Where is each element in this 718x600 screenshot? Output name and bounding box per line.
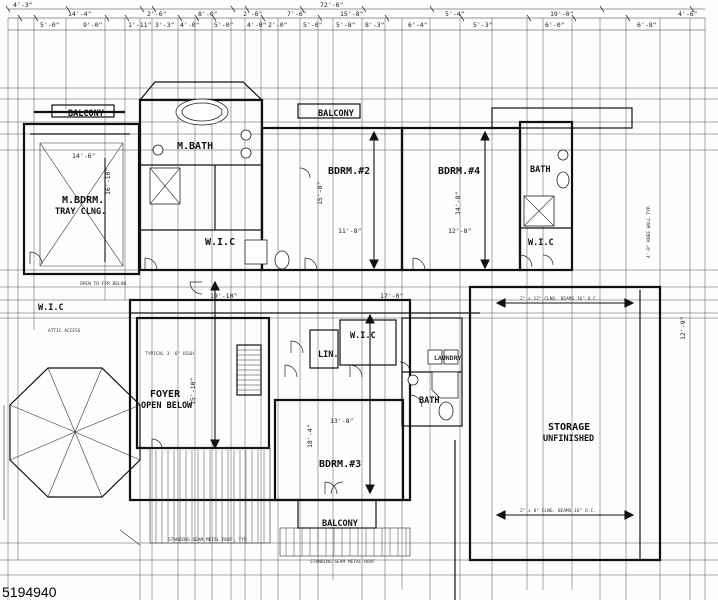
dim-text: 5'-8" <box>336 21 356 29</box>
shower <box>244 239 268 265</box>
shower <box>431 371 459 399</box>
toilet <box>274 250 290 270</box>
dim-text: 5'-0" <box>214 21 234 29</box>
dim-text: 2'-6" <box>243 10 263 18</box>
room-dimensions: 14'-6" 16'-10" 11'-8" 15'-8" 12'-8" 14'-… <box>72 152 687 448</box>
dimension-ticks <box>5 5 695 22</box>
dim-text: 8'-3" <box>365 21 385 29</box>
room-label-foyer: FOYER <box>150 389 181 400</box>
room-label-unfinished: UNFINISHED <box>543 434 594 444</box>
dim-text: 14'-6" <box>72 152 95 160</box>
dim-text: 15'-10" <box>189 378 197 405</box>
dim-text: 19'-10" <box>210 292 237 300</box>
dim-text: 2'-0" <box>268 21 288 29</box>
dim-text: 9'-0" <box>83 21 103 29</box>
dim-text: 5'-0" <box>40 21 60 29</box>
room-label-bdrm2: BDRM.#2 <box>328 166 370 177</box>
door-swings <box>29 167 554 495</box>
room-label-wic-center: W.I.C <box>350 331 376 341</box>
dim-text: 3'-3" <box>155 21 175 29</box>
room-label-laundry: LAUNDRY <box>434 354 461 362</box>
dim-text: 2'-6" <box>147 10 167 18</box>
room-label-balcony-bottom: BALCONY <box>322 519 359 529</box>
dim-text: 14'-4" <box>68 10 91 18</box>
dim-text: 12'-8" <box>448 227 471 235</box>
dim-text: 4'-0" <box>180 21 200 29</box>
room-label-wic-master: W.I.C <box>205 237 235 248</box>
dim-text: 5'-3" <box>473 21 493 29</box>
room-labels: M.BDRM. TRAY CLNG. M.BATH W.I.C W.I.C BA… <box>38 109 594 529</box>
toilet <box>438 401 454 421</box>
overall-dim-left: 4'-3" <box>13 1 33 9</box>
dim-text: 6'-0" <box>545 21 565 29</box>
room-label-wic-right: W.I.C <box>528 238 554 248</box>
dimension-grid <box>0 8 718 600</box>
fixtures <box>149 98 570 421</box>
notes: OPEN TO FYR BELOW ATTIC ACCESS 2" x 12" … <box>48 204 652 565</box>
dim-text: 1'-11" <box>128 21 151 29</box>
dim-text: 18'-4" <box>306 425 314 448</box>
dim-text: 5'-0" <box>303 21 323 29</box>
dim-text: 11'-8" <box>338 227 361 235</box>
top-dimensions: 4'-3" 72'-6" 14'-4" 2'-6" 8'-0" 2'-6" 7'… <box>13 1 698 18</box>
dim-text: 4'-0" <box>247 21 267 29</box>
room-label-master-bedroom: M.BDRM. <box>62 195 104 206</box>
note-attic-access: ATTIC ACCESS <box>48 328 81 334</box>
room-label-bath-center: BATH <box>419 396 439 406</box>
note-joists-bottom: 2" x 8" CLNG. BEAMS 16" O.C. <box>520 508 596 514</box>
dim-text: 14'-8" <box>454 192 462 215</box>
room-label-master-bath: M.BATH <box>177 141 213 152</box>
note-standing-seam-mid: STANDING SEAM METAL ROOF <box>310 559 375 565</box>
room-label-bdrm4: BDRM.#4 <box>438 166 480 177</box>
sink <box>240 147 252 159</box>
second-dimensions: 5'-0" 9'-0" 1'-11" 3'-3" 4'-0" 5'-0" 4'-… <box>40 21 657 29</box>
dim-text: 12'-9" <box>679 317 687 340</box>
note-open-to-below: OPEN TO FYR BELOW <box>80 281 126 287</box>
roof-hatch <box>119 447 411 557</box>
listing-id: 5194940 <box>2 584 57 600</box>
room-label-storage: STORAGE <box>548 422 590 433</box>
dim-text: 7'-6" <box>287 10 307 18</box>
overall-dim: 72'-6" <box>320 1 343 9</box>
dryer <box>443 349 459 365</box>
room-label-wic-left: W.I.C <box>38 303 64 313</box>
toilet <box>556 171 570 189</box>
dim-text: 4'-6" <box>678 10 698 18</box>
dim-text: 15'-8" <box>340 10 363 18</box>
dim-text: 15'-8" <box>316 182 324 205</box>
dim-text: 13'-8" <box>330 417 353 425</box>
sink <box>240 129 252 141</box>
room-label-balcony-mid: BALCONY <box>318 109 355 119</box>
dim-text: 16'-10" <box>104 168 112 195</box>
room-label-bath-right: BATH <box>530 165 550 175</box>
span-arrows <box>104 130 635 520</box>
dim-text: 5'-4" <box>445 10 465 18</box>
room-label-linen: LIN. <box>318 350 338 360</box>
note-knee-wall: 4'-0" KNEE WALL TYP. <box>646 204 652 258</box>
note-joists-top: 2" x 12" CLNG. BEAMS 16" O.C. <box>520 296 599 302</box>
sink <box>557 149 569 161</box>
dim-text: 6'-8" <box>637 21 657 29</box>
room-label-tray-ceiling: TRAY CLNG. <box>55 207 106 217</box>
washer <box>427 349 443 365</box>
dim-text: 17'-0" <box>380 292 403 300</box>
sink <box>152 144 164 156</box>
stair <box>236 344 262 396</box>
room-label-bdrm3: BDRM.#3 <box>319 459 361 470</box>
dim-text: 19'-0" <box>550 10 573 18</box>
room-label-balcony-left: BALCONY <box>68 109 105 119</box>
sink <box>407 374 419 386</box>
gazebo-roof <box>3 367 141 520</box>
dim-text: 6'-4" <box>408 21 428 29</box>
note-typical-rail: TYPICAL 3'-6" HIGH <box>145 351 194 357</box>
dim-text: 8'-0" <box>198 10 218 18</box>
room-label-open-below: OPEN BELOW <box>141 401 193 411</box>
note-standing-seam-left: STANDING SEAM METAL ROOF, TYP. <box>168 537 249 543</box>
